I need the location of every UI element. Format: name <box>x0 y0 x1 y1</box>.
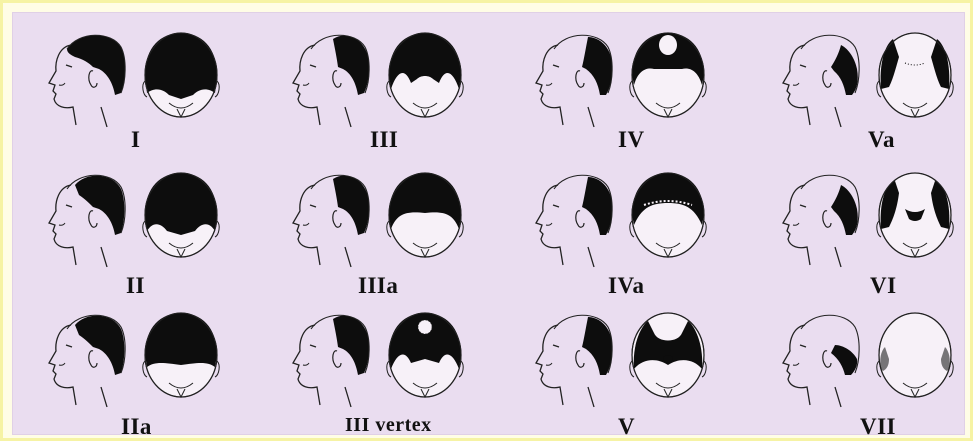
top-view-head <box>387 33 463 117</box>
head-illustration <box>31 303 231 415</box>
stage-label: IV <box>618 127 645 153</box>
top-view-head <box>143 33 219 117</box>
hair-loss-stage: I <box>31 23 261 158</box>
side-profile-head <box>536 35 612 127</box>
side-profile-head <box>536 315 612 407</box>
hair-loss-stage: VII <box>765 303 973 438</box>
head-illustration <box>31 163 231 275</box>
head-illustration <box>31 23 231 135</box>
head-illustration <box>518 163 718 275</box>
hair-loss-stage: II <box>31 163 261 298</box>
stage-label: VII <box>860 414 896 440</box>
side-profile-head <box>293 315 369 407</box>
head-illustration <box>275 303 475 415</box>
side-profile-head <box>536 175 612 267</box>
top-view-head <box>877 33 953 117</box>
head-illustration <box>518 23 718 135</box>
top-view-head <box>877 173 953 257</box>
head-illustration <box>275 23 475 135</box>
head-illustration <box>275 163 475 275</box>
stage-label: IIIa <box>358 273 398 299</box>
hair-loss-stage: IIa <box>31 303 261 438</box>
head-illustration <box>518 303 718 415</box>
hair-loss-stage: Va <box>765 23 973 158</box>
stage-label: I <box>131 127 140 153</box>
head-illustration <box>765 163 965 275</box>
stage-label: III vertex <box>345 414 432 437</box>
side-profile-head <box>49 315 125 407</box>
top-view-head <box>630 33 706 117</box>
top-view-head <box>143 173 219 257</box>
hair-loss-stage: IV <box>518 23 748 158</box>
side-profile-head <box>49 35 125 127</box>
stage-label: VI <box>870 273 897 299</box>
side-profile-head <box>293 35 369 127</box>
top-view-head <box>387 173 463 257</box>
top-view-head <box>877 313 953 397</box>
hair-loss-stage: III vertex <box>275 303 505 438</box>
top-view-head <box>630 173 706 257</box>
top-view-head <box>143 313 219 397</box>
side-profile-head <box>783 315 859 407</box>
hair-loss-stage: III <box>275 23 505 158</box>
top-view-head <box>630 313 706 397</box>
hair-loss-stage: V <box>518 303 748 438</box>
top-view-head <box>387 313 463 397</box>
hair-loss-stage: IIIa <box>275 163 505 298</box>
stage-label: III <box>370 127 398 153</box>
head-illustration <box>765 303 965 415</box>
side-profile-head <box>783 35 859 127</box>
hair-loss-stage: VI <box>765 163 973 298</box>
side-profile-head <box>49 175 125 267</box>
stage-label: Va <box>868 127 895 153</box>
stage-label: V <box>618 414 635 440</box>
side-profile-head <box>783 175 859 267</box>
side-profile-head <box>293 175 369 267</box>
hair-loss-stage: IVa <box>518 163 748 298</box>
stage-label: IVa <box>608 273 644 299</box>
stage-label: II <box>126 273 145 299</box>
head-illustration <box>765 23 965 135</box>
stage-label: IIa <box>121 414 152 440</box>
